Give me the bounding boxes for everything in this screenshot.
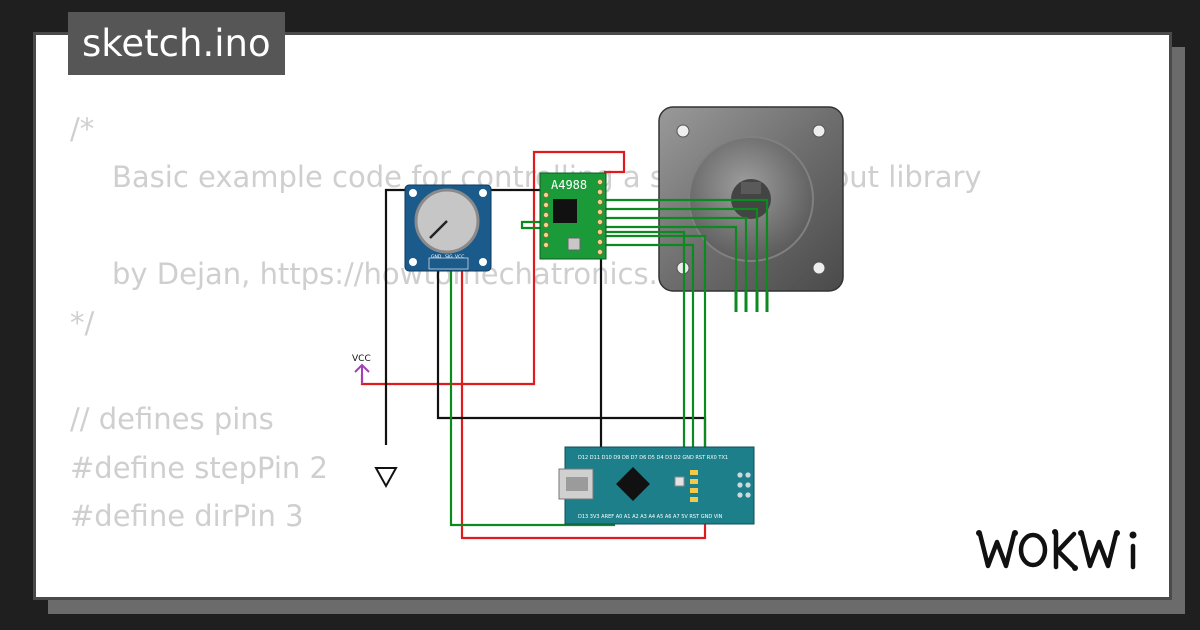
code-preview: /*Basic example code for controlling a s… [70, 105, 982, 597]
code-line: */ [70, 299, 982, 347]
a4988-driver: A4988 [539, 172, 607, 260]
vcc-symbol: VCC [352, 354, 371, 384]
preview-card: /*Basic example code for controlling a s… [33, 32, 1172, 600]
pot-pin-sig: SIG [445, 254, 453, 260]
ground-symbol [374, 467, 398, 489]
wokwi-logo [976, 529, 1137, 571]
code-line: #define dirPin 3 [70, 492, 982, 540]
file-tab[interactable]: sketch.ino [68, 12, 285, 75]
pot-pin-gnd: GND [431, 254, 442, 260]
vcc-label: VCC [352, 354, 371, 364]
code-line: // defines pins [70, 395, 982, 443]
code-text: */ [70, 305, 95, 340]
code-text: /* [70, 112, 95, 146]
nano-bottom-pins: D13 3V3 AREF A0 A1 A2 A3 A4 A5 A6 A7 5V … [578, 514, 723, 520]
potentiometer: GND SIG VCC [404, 184, 492, 272]
code-text: #define dirPin 3 [70, 499, 304, 534]
code-line: #define stepPin 2 [70, 444, 982, 492]
code-line: /* [70, 105, 982, 153]
arduino-nano: D12 D11 D10 D9 D8 D7 D6 D5 D4 D3 D2 GND … [558, 446, 755, 525]
nano-top-pins: D12 D11 D10 D9 D8 D7 D6 D5 D4 D3 D2 GND … [578, 455, 728, 461]
pot-pin-vcc: VCC [455, 254, 464, 260]
code-text: // defines pins [70, 402, 274, 437]
code-text: #define stepPin 2 [70, 450, 328, 485]
driver-label: A4988 [551, 178, 587, 192]
